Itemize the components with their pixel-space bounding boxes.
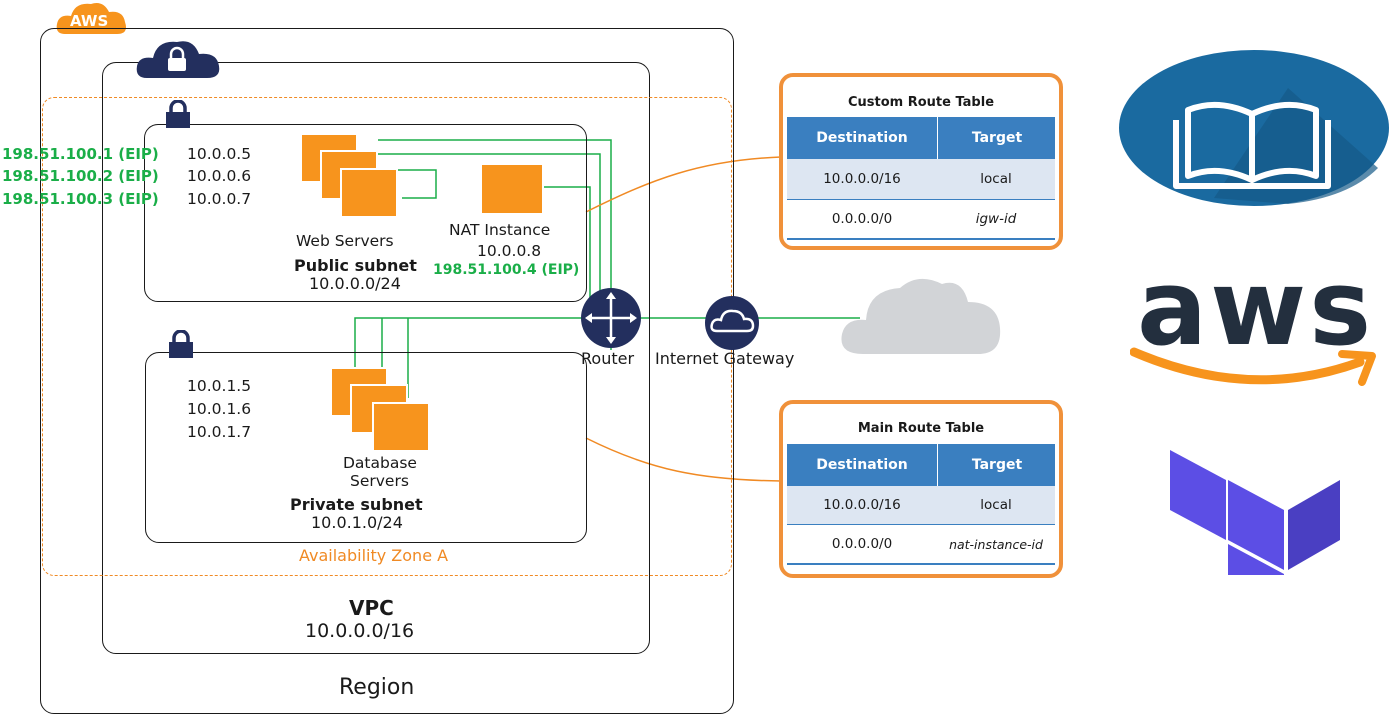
web-servers-label: Web Servers — [296, 232, 394, 250]
custom-route-table-header: Destination Target — [787, 117, 1055, 159]
table-row: 0.0.0.0/0 nat-instance-id — [787, 524, 1055, 565]
target-header: Target — [937, 117, 1056, 159]
vpc-cloud-lock-icon — [136, 41, 220, 78]
web-server-icon — [340, 168, 398, 218]
database-servers-label-line1: Database — [343, 454, 417, 472]
region-label: Region — [339, 675, 415, 700]
nat-instance-ip: 10.0.0.8 — [477, 242, 542, 260]
eip-2: 198.51.100.2 (EIP) — [2, 167, 159, 185]
private-subnet-box — [145, 352, 587, 543]
public-subnet-box — [144, 124, 587, 302]
main-route-table-header: Destination Target — [787, 444, 1055, 486]
vpc-cidr: 10.0.0.0/16 — [305, 620, 415, 642]
route-target: local — [980, 171, 1012, 187]
nat-instance-label: NAT Instance — [449, 221, 551, 239]
router-label: Router — [581, 349, 635, 368]
aws-cloud-badge-icon — [56, 3, 126, 34]
public-subnet-cidr: 10.0.0.0/24 — [309, 274, 401, 293]
db-ip-3: 10.0.1.7 — [187, 423, 252, 441]
main-route-table: Main Route Table Destination Target 10.0… — [779, 400, 1063, 578]
route-destination: 0.0.0.0/0 — [831, 211, 893, 227]
nat-instance-icon — [480, 163, 544, 215]
database-server-icon — [372, 402, 430, 452]
route-target: local — [980, 497, 1012, 513]
private-subnet-label: Private subnet — [290, 495, 423, 514]
terraform-logo-icon — [1170, 450, 1340, 575]
aws-wordmark: aws — [1137, 247, 1375, 369]
destination-header: Destination — [816, 130, 908, 146]
table-row: 10.0.0.0/16 local — [787, 159, 1055, 199]
route-destination: 10.0.0.0/16 — [823, 171, 901, 187]
custom-route-table: Custom Route Table Destination Target 10… — [779, 73, 1063, 250]
custom-route-table-title: Custom Route Table — [847, 95, 995, 110]
table-row: 0.0.0.0/0 igw-id — [787, 199, 1055, 240]
route-destination: 0.0.0.0/0 — [831, 536, 893, 552]
web-ip-3: 10.0.0.7 — [187, 190, 252, 208]
vpc-label: VPC — [349, 596, 394, 620]
eip-3: 198.51.100.3 (EIP) — [2, 190, 159, 208]
aws-badge-label: AWS — [70, 12, 109, 30]
private-subnet-cidr: 10.0.1.0/24 — [311, 513, 403, 532]
database-servers-label-line2: Servers — [350, 472, 409, 490]
aws-smile-icon — [1130, 347, 1376, 386]
public-subnet-lock-icon — [166, 100, 190, 128]
vpc-box — [102, 62, 650, 654]
table-row: 10.0.0.0/16 local — [787, 486, 1055, 524]
router-icon — [581, 288, 641, 348]
route-target: nat-instance-id — [949, 536, 1043, 552]
book-logo-icon — [1119, 50, 1389, 206]
public-subnet-label: Public subnet — [294, 256, 417, 275]
db-ip-1: 10.0.1.5 — [187, 377, 252, 395]
private-subnet-lock-icon — [169, 330, 193, 358]
route-destination: 10.0.0.0/16 — [823, 497, 901, 513]
availability-zone-label: Availability Zone A — [299, 546, 449, 565]
internet-gateway-icon — [705, 296, 759, 350]
web-ip-2: 10.0.0.6 — [187, 167, 252, 185]
db-ip-2: 10.0.1.6 — [187, 400, 252, 418]
destination-header: Destination — [816, 457, 908, 473]
internet-gateway-label: Internet Gateway — [655, 349, 795, 368]
web-ip-1: 10.0.0.5 — [187, 145, 252, 163]
nat-instance-eip: 198.51.100.4 (EIP) — [433, 262, 580, 278]
eip-1: 198.51.100.1 (EIP) — [2, 145, 159, 163]
internet-cloud-icon — [841, 278, 1001, 354]
main-route-table-title: Main Route Table — [857, 421, 985, 436]
target-header: Target — [937, 444, 1056, 486]
region-box — [40, 28, 734, 714]
route-target: igw-id — [975, 211, 1017, 227]
